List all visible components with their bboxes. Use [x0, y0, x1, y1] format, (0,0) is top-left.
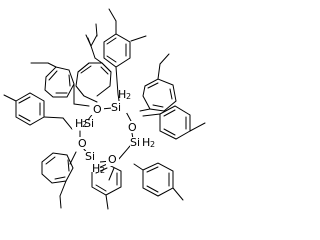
atom-si-right-h: H	[142, 136, 150, 149]
bond-methyl-upper-mid	[130, 35, 147, 42]
atom-si-top: Si	[111, 101, 121, 114]
atom-si-left: Si	[84, 117, 94, 130]
chemical-structure-diagram: O Si H 2 H 2 Si O O Si H 2 Si H 2 O	[3, 8, 206, 210]
aryl-top-left	[75, 34, 112, 103]
aryl-right	[139, 53, 177, 112]
atom-labels: O Si H 2 H 2 Si O O Si H 2 Si H 2 O	[72, 88, 155, 175]
atom-o-left: O	[78, 137, 87, 150]
atom-o-right: O	[128, 121, 137, 134]
atom-si-bottom-h: H	[92, 162, 100, 175]
bond-methyl-top-mid	[95, 23, 98, 37]
atom-si-bottom: Si	[85, 150, 95, 163]
aryl-upper-right	[142, 105, 206, 140]
bond-si-right-o-bottom	[117, 145, 131, 161]
aryl-left	[3, 92, 73, 130]
atom-si-bottom-sub: 2	[100, 166, 105, 175]
atom-o-top: O	[93, 103, 102, 116]
atom-si-top-sub: 2	[126, 92, 131, 101]
aryl-groups	[3, 8, 206, 210]
atom-si-left-h: H	[75, 117, 83, 130]
aryl-lower-right	[133, 162, 184, 201]
atom-si-top-h: H	[118, 88, 126, 101]
aryl-upper-left	[30, 62, 90, 107]
atom-o-bottom: O	[108, 153, 117, 166]
atom-si-right: Si	[130, 136, 140, 149]
atom-si-right-sub: 2	[150, 140, 155, 149]
aryl-lower-left	[41, 151, 77, 209]
atom-si-left-sub: 2	[82, 120, 87, 129]
